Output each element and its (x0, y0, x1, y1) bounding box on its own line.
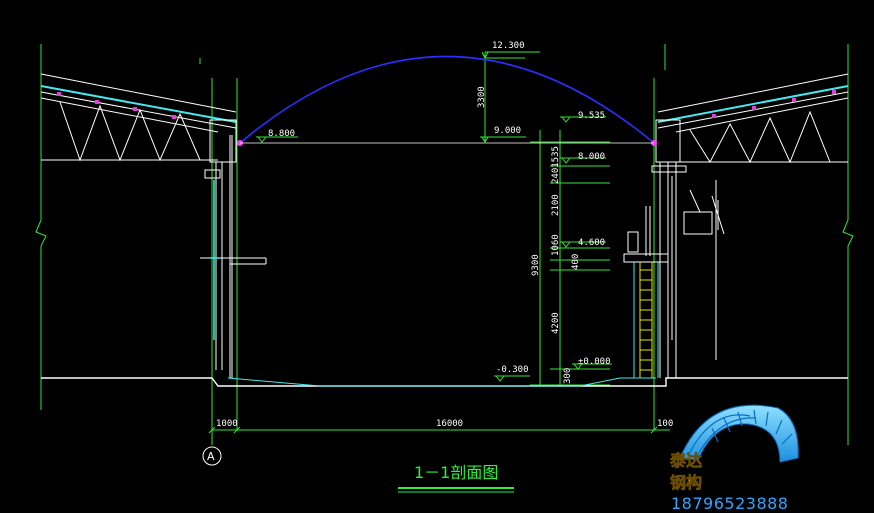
dim-left-edge: 1000 (216, 419, 238, 429)
right-stair-cyan (633, 262, 659, 378)
dim-2100: 2100 (551, 194, 561, 216)
logo-name-line1: 泰达 (670, 451, 703, 471)
dim-rise: 3300 (477, 86, 487, 108)
axis-bubble-a (202, 446, 222, 466)
elevation-right-top: 9.535 (578, 111, 605, 121)
logo-name-line2: 钢构 (670, 473, 703, 493)
right-stair (639, 262, 653, 378)
arch-roof (239, 55, 655, 144)
elevation-4-6: 4.600 (578, 238, 605, 248)
elevation-8: 8.000 (578, 152, 605, 162)
dim-2401535: 2401535 (551, 146, 561, 184)
elevation-markers (256, 51, 612, 382)
left-wall-cyan (210, 180, 220, 340)
elevation-pit: -0.300 (496, 365, 529, 375)
dim-right-edge: 100 (657, 419, 673, 429)
right-structure (623, 119, 725, 378)
dim-total-height: 9300 (531, 254, 541, 276)
dim-span: 16000 (436, 419, 463, 429)
logo-phone: 18796523888 (671, 494, 789, 513)
axis-lines (35, 44, 854, 445)
left-roof-truss (40, 73, 237, 162)
left-wall (200, 119, 267, 378)
axis-label-a: A (207, 450, 215, 463)
right-roof-truss (657, 73, 849, 164)
elevation-ground: ±0.000 (578, 357, 611, 367)
dim-4200: 4200 (551, 312, 561, 334)
ground-line (41, 377, 848, 387)
dim-400: 400 (571, 254, 581, 270)
dim-300: 300 (563, 368, 573, 384)
span-ticks (208, 426, 658, 434)
elevation-eave-left: 8.800 (268, 129, 295, 139)
elevation-spring: 9.000 (494, 126, 521, 136)
dim-1060: 1060 (551, 234, 561, 256)
drawing-title: 1－1剖面图 (414, 463, 498, 482)
elevation-top: 12.300 (492, 41, 525, 51)
floor-cyan (227, 377, 656, 387)
company-logo-icon (679, 404, 799, 463)
